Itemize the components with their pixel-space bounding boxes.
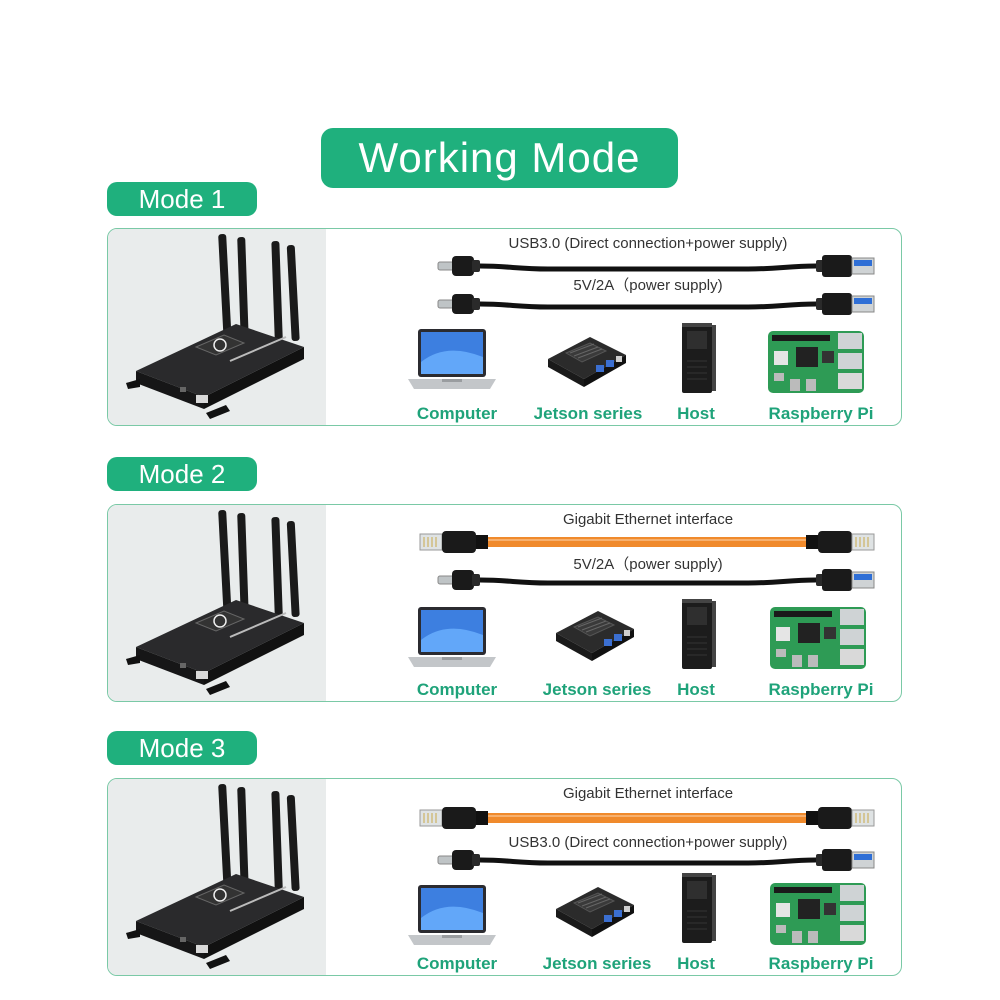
laptop-icon bbox=[408, 885, 496, 945]
host-label-computer: Computer bbox=[416, 404, 498, 423]
host-label-host: Host bbox=[677, 680, 715, 699]
tower-pc-icon bbox=[682, 599, 716, 669]
tower-pc-icon bbox=[682, 873, 716, 943]
host-label-raspberry-pi: Raspberry Pi bbox=[768, 954, 874, 973]
5g-router-icon bbox=[126, 510, 304, 695]
raspberry-pi-icon bbox=[768, 331, 864, 393]
mode-3-label: Mode 3 bbox=[107, 731, 257, 765]
jetson-board-icon bbox=[556, 611, 634, 661]
raspberry-pi-icon bbox=[770, 607, 866, 669]
laptop-icon bbox=[408, 607, 496, 667]
page-title: Working Mode bbox=[321, 128, 678, 188]
host-label-host: Host bbox=[677, 954, 715, 973]
jetson-board-icon bbox=[556, 887, 634, 937]
usb-cable-icon bbox=[437, 849, 875, 871]
host-label-jetson: Jetson series bbox=[542, 954, 652, 973]
ethernet-cable-icon bbox=[419, 531, 875, 553]
usb-cable-icon bbox=[437, 569, 875, 591]
cable-label: Gigabit Ethernet interface bbox=[562, 511, 734, 528]
tower-pc-icon bbox=[682, 323, 716, 393]
mode-2-panel: Gigabit Ethernet interface 5V/2A（power s… bbox=[107, 504, 902, 702]
5g-router-icon bbox=[126, 784, 304, 969]
host-label-jetson: Jetson series bbox=[533, 404, 643, 423]
mode-1-label: Mode 1 bbox=[107, 182, 257, 216]
5g-router-icon bbox=[126, 234, 304, 419]
host-label-raspberry-pi: Raspberry Pi bbox=[768, 680, 874, 699]
mode-2-label: Mode 2 bbox=[107, 457, 257, 491]
cable-label: Gigabit Ethernet interface bbox=[562, 785, 734, 802]
ethernet-cable-icon bbox=[419, 807, 875, 829]
usb-cable-icon bbox=[437, 255, 875, 277]
host-label-jetson: Jetson series bbox=[542, 680, 652, 699]
mode-1-panel: USB3.0 (Direct connection+power supply) … bbox=[107, 228, 902, 426]
host-label-raspberry-pi: Raspberry Pi bbox=[768, 404, 874, 423]
laptop-icon bbox=[408, 329, 496, 389]
jetson-board-icon bbox=[548, 337, 626, 387]
raspberry-pi-icon bbox=[770, 883, 866, 945]
host-label-host: Host bbox=[677, 404, 715, 423]
cable-label: 5V/2A（power supply) bbox=[573, 277, 723, 294]
cable-label: USB3.0 (Direct connection+power supply) bbox=[508, 834, 788, 851]
cable-label: USB3.0 (Direct connection+power supply) bbox=[508, 235, 788, 252]
mode-3-panel: Gigabit Ethernet interface USB3.0 (Direc… bbox=[107, 778, 902, 976]
cable-label: 5V/2A（power supply) bbox=[573, 556, 723, 573]
host-label-computer: Computer bbox=[416, 680, 498, 699]
usb-cable-icon bbox=[437, 293, 875, 315]
host-label-computer: Computer bbox=[416, 954, 498, 973]
